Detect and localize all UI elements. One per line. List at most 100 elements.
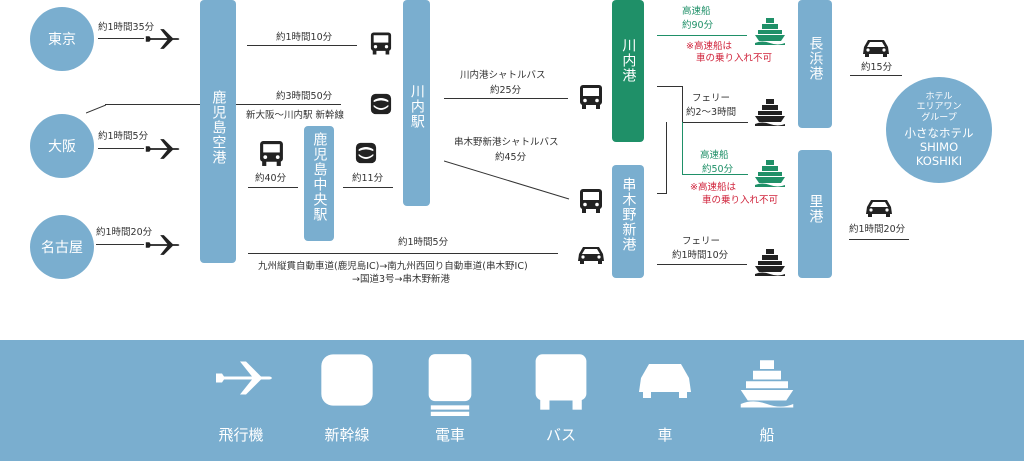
sato-port: 里港 — [798, 150, 832, 278]
hs-ship-2-branch — [682, 122, 683, 174]
hs-ship-2-time: 約50分 — [702, 164, 734, 175]
airport-bus-line — [247, 45, 357, 46]
ferry-2-label: フェリー — [682, 236, 721, 247]
sato-port-label: 里港 — [807, 194, 824, 224]
kushikino-branch — [657, 193, 667, 194]
kagoshima-airport-label: 鹿児島空港 — [210, 90, 227, 165]
kushikino-shuttle-line — [444, 160, 570, 200]
origin-tokyo: 東京 — [30, 7, 94, 71]
bus-icon — [259, 140, 284, 167]
ferry-1-branch — [657, 86, 683, 87]
hotel-group-3: グループ — [921, 113, 957, 124]
hotel-name-3: KOSHIKI — [915, 153, 963, 168]
kushikino-shuttle-time: 約45分 — [495, 152, 527, 163]
hotel-group-1: ホテル — [925, 91, 953, 102]
sendai-shuttle-name: 川内港シャトルバス — [460, 70, 546, 81]
car-time: 約1時間5分 — [398, 237, 449, 248]
osaka-flight-line — [98, 148, 144, 149]
hs-ship-2-label: 高速船 — [700, 150, 729, 161]
ship-icon — [754, 17, 786, 45]
hs-ship-1-line — [657, 35, 747, 36]
legend-train-label: 電車 — [434, 426, 465, 444]
airport-chuo-time: 約40分 — [255, 173, 287, 184]
car-icon — [865, 198, 893, 218]
hs-ship-2-note-2: 車の乗り入れ不可 — [702, 195, 779, 206]
shinkansen-icon — [370, 93, 392, 115]
nagahama-car-line — [850, 75, 902, 76]
kushikino-port-label: 串木野新港 — [620, 177, 637, 252]
legend-shinkansen-label: 新幹線 — [324, 426, 370, 444]
tokyo-flight-line — [98, 38, 144, 39]
car-icon — [637, 352, 693, 408]
legend-car-label: 車 — [657, 426, 673, 444]
airplane-icon — [144, 234, 180, 256]
hs-ship-2-note-1: ※高速船は — [690, 182, 736, 193]
bus-icon — [579, 84, 603, 110]
kagoshima-chuo-label: 鹿児島中央駅 — [311, 132, 328, 222]
airplane-icon — [144, 138, 180, 160]
shinkansen-icon — [319, 352, 375, 408]
hotel-group-2: エリアワン — [916, 102, 962, 113]
car-route-1: 九州縦貫自動車道(鹿児島IC)→南九州西回り自動車道(串木野IC) — [258, 261, 528, 272]
hs-ship-1-label: 高速船 — [682, 6, 711, 17]
car-icon — [862, 38, 890, 58]
ferry-2-time: 約1時間10分 — [672, 250, 729, 261]
nagoya-flight-time: 約1時間20分 — [96, 227, 153, 238]
tokyo-flight-time: 約1時間35分 — [98, 22, 155, 33]
shinkansen-note: 新大阪〜川内駅 新幹線 — [246, 110, 345, 121]
nagahama-port: 長浜港 — [798, 0, 832, 128]
hs-ship-1-note-2: 車の乗り入れ不可 — [696, 53, 773, 64]
osaka-connector — [86, 104, 106, 114]
hs-ship-1-time: 約90分 — [682, 20, 714, 31]
origin-nagoya: 名古屋 — [30, 215, 94, 279]
sendai-station-label: 川内駅 — [408, 84, 425, 129]
ferry-1-label: フェリー — [692, 93, 731, 104]
transport-legend: 飛行機 新幹線 電車 バス 車 船 — [0, 340, 1024, 461]
origin-osaka-label: 大阪 — [48, 139, 76, 155]
sato-car-time: 約1時間20分 — [849, 224, 906, 235]
sendai-station: 川内駅 — [403, 0, 430, 206]
sato-car-line — [849, 239, 909, 240]
hotel-circle: ホテル エリアワン グループ 小さなホテル SHIMO KOSHIKI — [886, 77, 992, 183]
hs-ship-1-note-1: ※高速船は — [686, 41, 732, 52]
ferry-1-time: 約2〜3時間 — [686, 107, 737, 118]
ferry-1-line — [682, 122, 748, 123]
ship-icon — [754, 248, 786, 276]
legend-airplane-label: 飛行機 — [218, 426, 264, 444]
car-icon — [577, 245, 605, 265]
legend-bus-label: バス — [545, 426, 576, 444]
route-map: 東京 大阪 名古屋 約1時間35分 約1時間5分 約1時間20分 鹿児島空港 約… — [30, 0, 992, 285]
nagoya-flight-line — [96, 244, 144, 245]
chuo-shinkansen-time: 約11分 — [352, 173, 384, 184]
kushikino-branch-v — [666, 122, 667, 194]
kagoshima-airport: 鹿児島空港 — [200, 0, 236, 263]
shinkansen-time: 約3時間50分 — [276, 91, 333, 102]
sendai-shuttle-line — [444, 98, 568, 99]
nagahama-car-time: 約15分 — [861, 62, 893, 73]
train-icon — [422, 352, 478, 416]
car-route-2: →国道3号→串木野新港 — [352, 274, 450, 285]
ship-icon — [754, 159, 786, 187]
ship-icon — [754, 98, 786, 126]
airplane-icon — [144, 28, 180, 50]
airport-bus-time: 約1時間10分 — [276, 32, 333, 43]
ferry-2-line — [657, 264, 747, 265]
kagoshima-chuo-station: 鹿児島中央駅 — [304, 126, 334, 241]
bus-icon — [370, 31, 392, 56]
hotel-name-1: 小さなホテル — [904, 126, 974, 140]
origin-nagoya-label: 名古屋 — [41, 240, 83, 256]
bus-icon — [533, 352, 589, 412]
kushikino-port: 串木野新港 — [612, 165, 644, 278]
legend-ship-label: 船 — [759, 426, 775, 444]
bus-icon — [579, 188, 603, 214]
car-line — [248, 253, 558, 254]
sendai-port-label: 川内港 — [620, 38, 637, 83]
hotel-name-2: SHIMO — [919, 139, 959, 154]
shinkansen-icon — [355, 142, 377, 164]
osaka-flight-time: 約1時間5分 — [98, 131, 149, 142]
origin-osaka: 大阪 — [30, 114, 94, 178]
nagahama-port-label: 長浜港 — [807, 36, 824, 81]
airport-chuo-line — [248, 187, 298, 188]
kushikino-shuttle-name: 串木野新港シャトルバス — [454, 137, 559, 148]
hs-ship-2-line — [682, 174, 748, 175]
